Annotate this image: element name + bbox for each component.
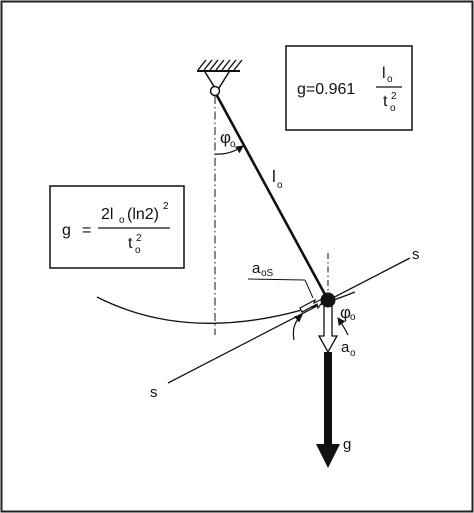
pendulum-rod <box>213 91 330 301</box>
ao-label: a o <box>341 339 356 359</box>
gravity-arrow-shaft <box>324 352 332 445</box>
formula-right-den-sup: 2 <box>391 91 397 102</box>
formula-left-den: t <box>128 235 133 252</box>
pendulum-bob <box>320 292 336 308</box>
ceiling-support <box>197 59 243 89</box>
aos-leader <box>247 278 306 281</box>
formula-left-num-a: 2l <box>101 206 113 223</box>
length-sub: o <box>277 180 283 191</box>
phi-arc-top <box>214 145 244 155</box>
phi-bob-sub: o <box>350 312 356 323</box>
formula-right-num: l <box>382 65 386 82</box>
gravity-arrow-head <box>316 444 340 468</box>
phi-top-sub: o <box>230 139 236 150</box>
aos-sub: oS <box>261 268 274 279</box>
formula-left: g = 2l o (ln2) 2 t o 2 <box>62 201 170 256</box>
formula-left-num-b: (ln2) <box>127 206 159 223</box>
s-right-label: s <box>412 246 420 263</box>
phi-bob-symbol: φ <box>340 303 351 322</box>
phi-arc-bob-left <box>292 314 303 341</box>
formula-right: g=0.961 l o t o 2 <box>297 65 402 114</box>
phi-bob-label: φ o <box>340 303 356 323</box>
formula-right-den: t <box>383 93 388 110</box>
formula-right-den-sub: o <box>390 103 396 114</box>
phi-arc-bob-right <box>337 317 349 336</box>
gravity-label: g <box>343 436 351 453</box>
aos-symbol: a <box>252 260 261 277</box>
phi-top-label: φ o <box>220 128 236 150</box>
vertical-acceleration-arrow <box>317 303 339 354</box>
length-label: l o <box>272 167 283 191</box>
formula-left-num-sup: 2 <box>163 201 169 212</box>
length-symbol: l <box>272 167 276 186</box>
pivot <box>209 85 221 97</box>
ao-sub: o <box>350 348 356 359</box>
formula-left-den-sub: o <box>135 245 141 256</box>
formula-left-lhs: g <box>62 222 71 239</box>
tangent-line <box>167 257 411 384</box>
tangential-acceleration-arrow <box>299 296 327 313</box>
aos-leader-tail <box>304 279 314 299</box>
formula-right-lhs: g=0.961 <box>297 81 355 98</box>
formula-left-den-sup: 2 <box>136 233 142 244</box>
formula-right-num-sub: o <box>387 74 393 85</box>
formula-box-left <box>49 185 185 269</box>
ao-symbol: a <box>341 339 350 356</box>
aos-label: a oS <box>252 260 274 279</box>
formula-left-eq: = <box>82 222 91 239</box>
formula-left-num-a-sub: o <box>119 215 125 226</box>
phi-top-symbol: φ <box>220 128 231 147</box>
s-left-label: s <box>150 384 158 401</box>
swing-arc <box>96 291 356 324</box>
formula-box-right <box>285 45 413 131</box>
